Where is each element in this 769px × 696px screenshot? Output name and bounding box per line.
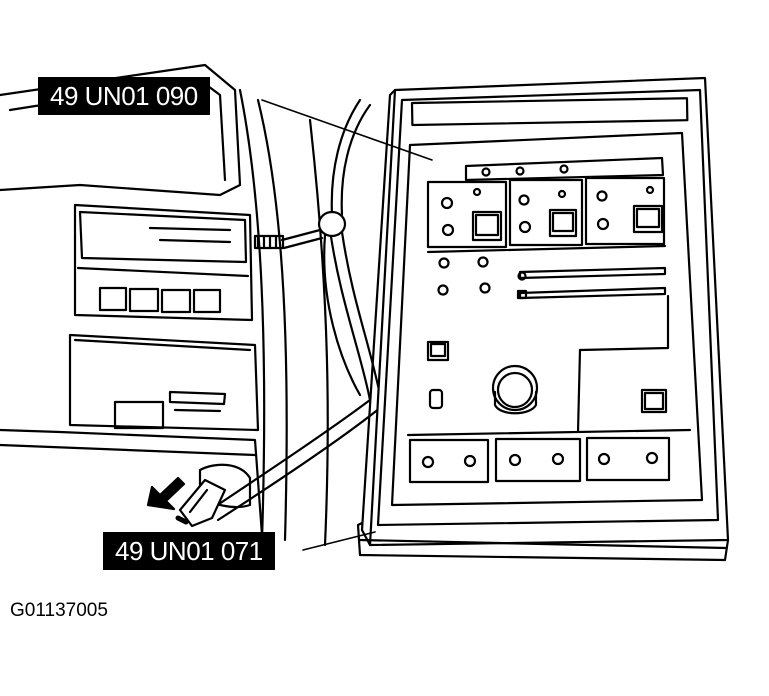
tester-unit: [356, 76, 730, 562]
callout-label-tester: 49 UN01 090: [38, 77, 210, 115]
cable-clip-icon: [317, 210, 347, 238]
leader-line-top: [261, 99, 433, 161]
radio-buttons: [98, 286, 222, 314]
callout-label-adapter: 49 UN01 071: [103, 532, 275, 570]
knob-icon: [491, 364, 539, 415]
connector-plug-icon: [175, 478, 227, 528]
leader-line-bottom: [302, 531, 376, 551]
connector-plug-icon: [253, 234, 285, 250]
arrow-icon: [146, 476, 186, 511]
cables: [175, 98, 382, 528]
dashboard: [0, 63, 329, 547]
figure-id: G01137005: [10, 600, 108, 621]
